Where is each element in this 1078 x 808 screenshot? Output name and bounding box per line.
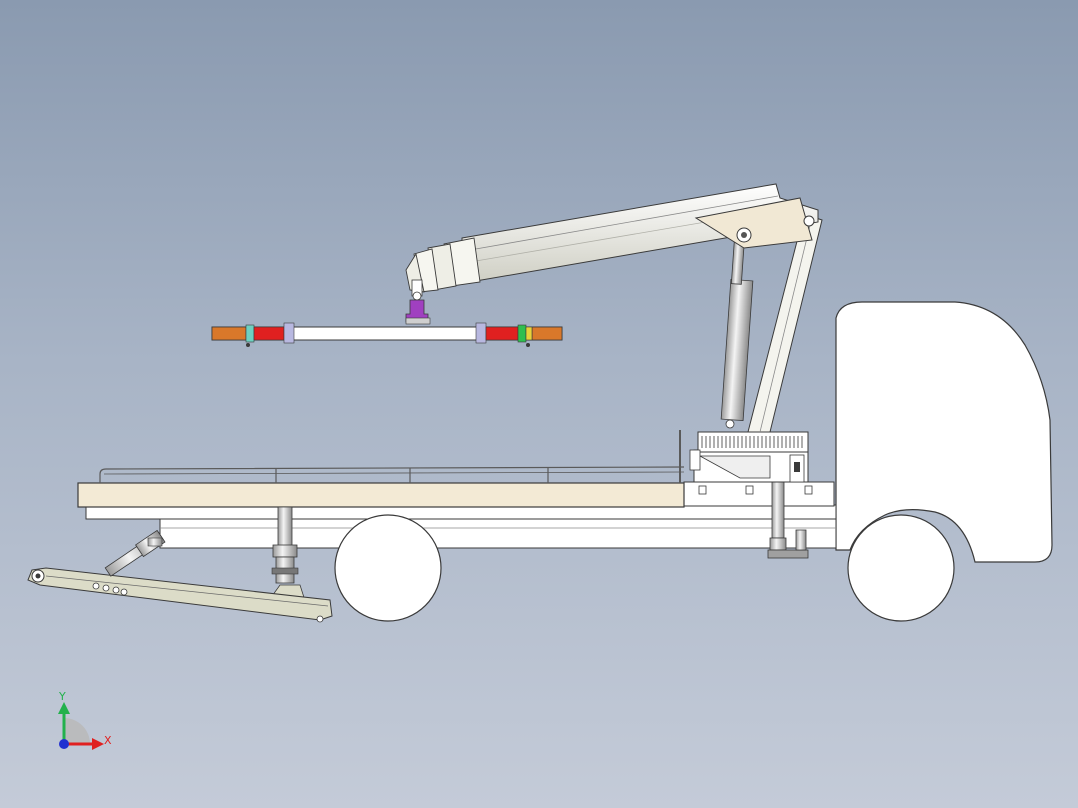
spreader-bar [211,322,563,347]
truck-cab [835,301,1053,563]
front-wheel [847,514,955,622]
z-axis-dot-icon [59,739,69,749]
hook-block [405,279,431,325]
x-axis-arrowhead-icon [92,738,104,750]
front-outrigger-leg [767,477,809,559]
crane-base [689,419,809,483]
luffing-cylinder [720,235,754,422]
y-axis-label: Y [58,690,66,703]
rear-lift-arm [27,529,333,623]
x-axis-label: X [104,734,112,747]
axis-triad[interactable]: Y X [58,690,112,750]
crane-mast [747,213,823,433]
chassis-frame [85,481,837,549]
flatbed-deck [77,482,685,508]
deck-side-rail [99,430,685,483]
triad-plane-icon [64,718,90,744]
y-axis-arrowhead-icon [58,702,70,714]
telescopic-boom [405,183,819,293]
rear-wheel [334,514,442,622]
